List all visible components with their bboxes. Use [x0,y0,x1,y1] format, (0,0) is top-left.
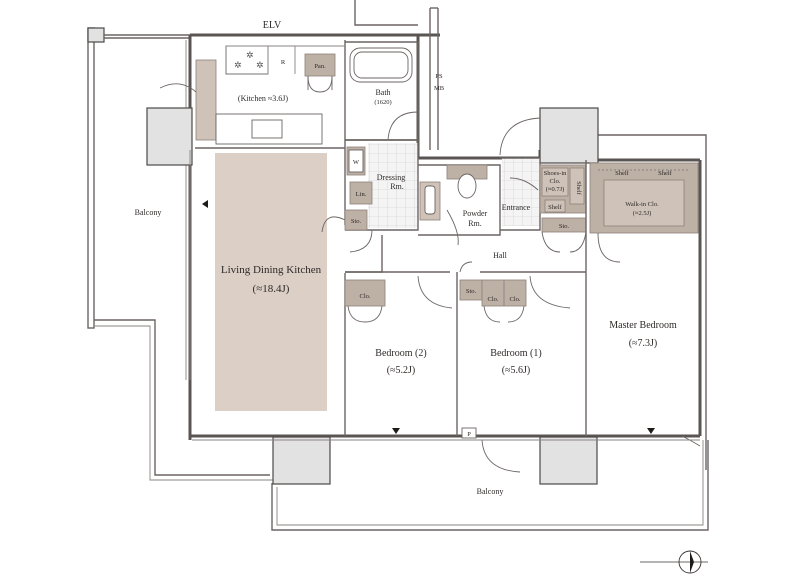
dressing-rm-label: Rm. [390,182,404,191]
ldk-area-label: (≈18.4J) [253,283,290,295]
shelf-label-4: Shelf [658,170,673,177]
powder-rm-label: Rm. [468,219,482,228]
master-bedroom: Master Bedroom (≈7.3J) [609,320,701,447]
burner-icon: ✲ ✲ ✲ [234,51,264,71]
powder-room: Powder Rm. [418,164,501,246]
pipe-label: P [467,431,471,438]
hall-label: Hall [493,251,508,260]
refrigerator-label: R [281,59,286,66]
west-balcony: Balcony [87,27,275,481]
svg-text:✲: ✲ [256,61,264,71]
ps-label: PS [435,73,443,80]
walkin-label: Walk-in Clo. [625,201,659,208]
master-bedroom-label: Master Bedroom [609,320,677,331]
kitchen-area: ✲ ✲ ✲ R Pan. (Kitchen ≈3.6J) [159,40,346,149]
pipe-space [461,427,477,439]
closet-bedroom-2-label: Clo. [359,293,370,300]
master-bedroom-area-label: (≈7.3J) [629,338,658,349]
triangle-marker-icon [392,428,400,434]
storage-entrance-label: Sto. [559,223,570,230]
shoes-label: Shoes-in [544,170,568,177]
compass-north-icon [640,550,708,574]
ldk-label: Living Dining Kitchen [221,264,322,276]
entrance: Entrance [499,117,541,231]
bedroom-2-area-label: (≈5.2J) [387,365,416,376]
closet-bedroom-1a-label: Clo. [487,296,498,303]
ldk-floor [215,153,327,411]
kitchen-label: (Kitchen ≈3.6J) [238,94,288,103]
pantry [304,53,336,77]
linen-label: Lin. [356,191,367,198]
powder-label: Powder [463,209,488,218]
bedroom-2-label: Bedroom (2) [375,348,426,359]
hall: Hall [345,235,586,273]
triangle-marker-icon [202,200,208,208]
balcony-corner-post [87,27,105,43]
west-balcony-label: Balcony [135,208,162,217]
triangle-marker-icon [647,428,655,434]
bath-size-label: (1620) [374,99,391,106]
shoes-in-closet: Shoes-in Clo. (≈0.7J) Shelf Shelf Sto. [539,164,587,253]
storage-bedroom-1-label: Sto. [466,288,477,295]
shoes-area-label: (≈0.7J) [546,186,565,193]
shelf-label-3: Shelf [615,170,630,177]
closet-bedroom-1b-label: Clo. [509,296,520,303]
bathroom: Bath (1620) [345,41,419,141]
walk-in-closet: Shelf Shelf Walk-in Clo. (≈2.5J) [585,160,699,436]
bedroom-2: Clo. Bedroom (2) (≈5.2J) [344,272,458,436]
walkin-area-label: (≈2.5J) [633,210,652,217]
storage-west [344,209,368,231]
dressing-label: Dressing [377,173,405,182]
kitchen-counter-left [195,59,217,141]
shoes-clo-label: Clo. [549,178,560,185]
living-dining-kitchen: Living Dining Kitchen (≈18.4J) [202,148,346,436]
column-north [539,107,599,164]
structural-columns [146,107,599,485]
bedroom-1-label: Bedroom (1) [490,348,541,359]
kitchen-sink [251,119,283,139]
toilet [457,173,477,199]
svg-text:✲: ✲ [234,61,242,71]
dressing-room: W Dressing Rm. Lin. Sto. [344,139,419,253]
column-west [146,107,193,166]
column-south-2 [539,436,598,485]
window-lines [189,150,700,441]
shelf-label-1: Shelf [548,204,563,211]
storage-west-label: Sto. [351,218,362,225]
pantry-label: Pan. [314,63,326,70]
bath-label: Bath [375,88,390,97]
closet-bedroom-2 [344,279,386,307]
elevator-label: ELV [263,20,282,31]
south-balcony: Balcony [271,440,709,531]
shelf-label-2: Shelf [575,181,582,196]
bedroom-1: Sto. Clo. Clo. Bedroom (1) (≈5.6J) P [459,275,571,473]
column-south-1 [272,436,331,485]
svg-text:✲: ✲ [246,51,254,61]
linen-closet [349,181,373,205]
bedroom-1-area-label: (≈5.6J) [502,365,531,376]
washer-label: W [353,159,360,166]
south-balcony-label: Balcony [477,487,504,496]
entrance-label: Entrance [502,203,531,212]
mb-label: MB [434,85,445,92]
